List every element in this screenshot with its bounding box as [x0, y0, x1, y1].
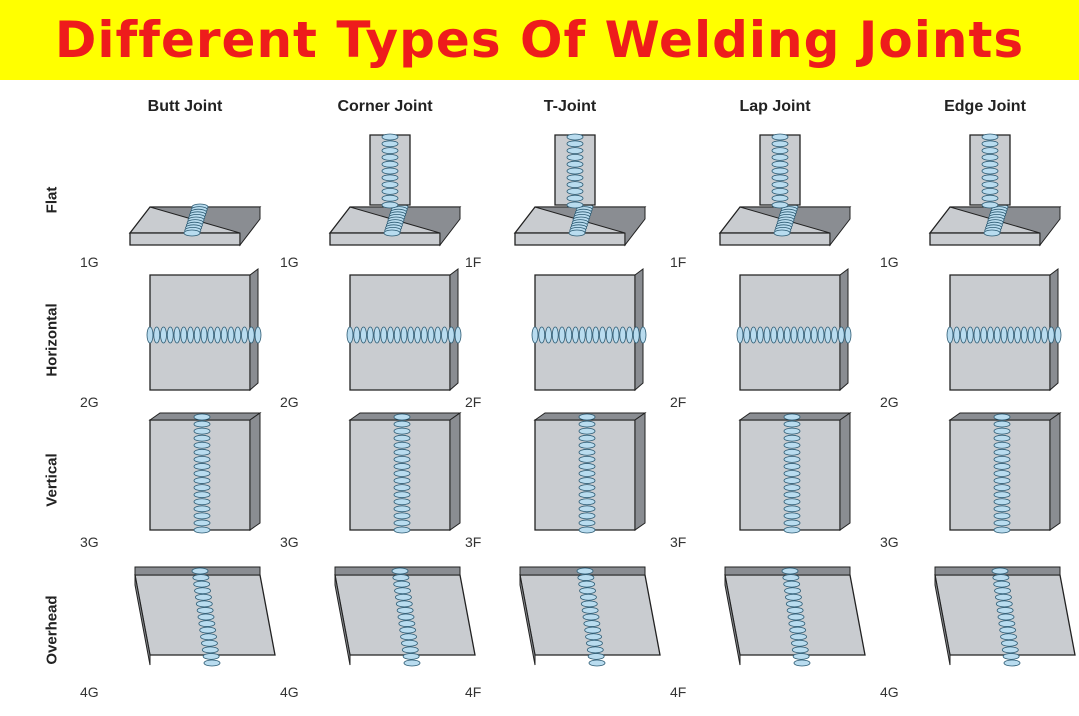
position-code: 1F: [670, 254, 687, 270]
joint-illustration-lap-joint: 4F: [670, 555, 870, 700]
joint-illustration-corner-joint: 4G: [280, 555, 480, 700]
row-label: Flat: [43, 186, 61, 214]
column-header: Corner Joint: [337, 98, 433, 115]
joint-illustration-lap-joint: 3F: [670, 405, 870, 550]
position-code: 2G: [80, 394, 99, 410]
joint-illustration-corner-joint: 3G: [280, 405, 480, 550]
position-code: 3G: [880, 534, 899, 550]
position-code: 2G: [880, 394, 899, 410]
joint-illustration-butt-joint: 3G: [80, 405, 280, 550]
position-code: 1G: [880, 254, 899, 270]
position-code: 4G: [280, 684, 299, 700]
row-label: Overhead: [43, 595, 61, 665]
weld-joint-drawing: [738, 412, 852, 534]
joint-illustration-corner-joint: 2G: [280, 265, 480, 410]
weld-joint-drawing: [513, 133, 647, 247]
joint-illustration-t-joint: 4F: [465, 555, 665, 700]
joint-illustration-edge-joint: 3G: [880, 405, 1079, 550]
joint-illustration-t-joint: 1F: [465, 125, 665, 270]
weld-joint-drawing: [531, 268, 647, 392]
weld-joint-drawing: [334, 566, 476, 667]
joint-illustration-lap-joint: 1F: [670, 125, 870, 270]
weld-joint-drawing: [928, 133, 1062, 247]
position-code: 3G: [280, 534, 299, 550]
column-header: Edge Joint: [944, 98, 1026, 115]
joint-illustration-t-joint: 3F: [465, 405, 665, 550]
column-header: Lap Joint: [739, 98, 811, 115]
position-code: 3G: [80, 534, 99, 550]
position-code: 2F: [465, 394, 482, 410]
weld-joint-drawing: [348, 412, 462, 534]
position-code: 2G: [280, 394, 299, 410]
joint-illustration-corner-joint: 1G: [280, 125, 480, 270]
weld-joint-drawing: [533, 412, 647, 534]
column-header: T-Joint: [543, 98, 597, 115]
weld-joint-drawing: [134, 566, 276, 667]
position-code: 4F: [465, 684, 482, 700]
joint-illustration-edge-joint: 4G: [880, 555, 1079, 700]
position-code: 1G: [80, 254, 99, 270]
joint-illustration-edge-joint: 1G: [880, 125, 1079, 270]
column-header: Butt Joint: [147, 98, 223, 115]
position-code: 1G: [280, 254, 299, 270]
weld-joint-drawing: [519, 566, 661, 667]
position-code: 4G: [880, 684, 899, 700]
joint-illustration-butt-joint: 2G: [80, 265, 280, 410]
joint-illustration-lap-joint: 2F: [670, 265, 870, 410]
position-code: 3F: [465, 534, 482, 550]
position-code: 3F: [670, 534, 687, 550]
joint-illustration-edge-joint: 2G: [880, 265, 1079, 410]
position-code: 4G: [80, 684, 99, 700]
position-code: 4F: [670, 684, 687, 700]
weld-joint-drawing: [146, 268, 262, 392]
weld-joint-drawing: [128, 203, 262, 247]
position-code: 2F: [670, 394, 687, 410]
row-label: Vertical: [43, 453, 61, 507]
weld-joint-drawing: [718, 133, 852, 247]
position-code: 1F: [465, 254, 482, 270]
weld-joint-drawing: [946, 268, 1062, 392]
weld-joint-drawing: [948, 412, 1062, 534]
row-label: Horizontal: [43, 303, 61, 377]
weld-joint-drawing: [934, 566, 1076, 667]
weld-joint-drawing: [724, 566, 866, 667]
weld-joint-drawing: [328, 133, 462, 247]
joint-illustration-butt-joint: 4G: [80, 555, 280, 700]
weld-joint-drawing: [346, 268, 462, 392]
joint-illustration-t-joint: 2F: [465, 265, 665, 410]
page-title: Different Types Of Welding Joints: [54, 11, 1025, 69]
joint-illustration-butt-joint: 1G: [80, 125, 280, 270]
title-banner: Different Types Of Welding Joints: [0, 0, 1079, 80]
weld-joint-drawing: [736, 268, 852, 392]
weld-joint-drawing: [148, 412, 262, 534]
